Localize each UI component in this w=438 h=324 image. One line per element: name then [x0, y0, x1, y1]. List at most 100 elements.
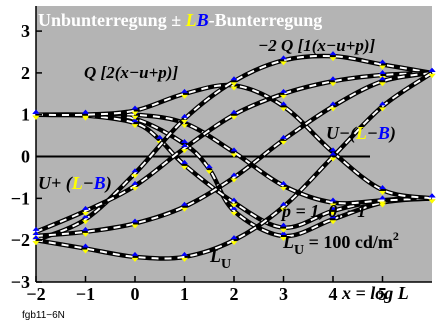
marker-yellow	[280, 107, 287, 112]
marker-blue	[32, 109, 40, 114]
marker-blue	[131, 218, 139, 223]
x-tick-label: −1	[76, 284, 95, 304]
marker-yellow	[131, 186, 139, 191]
marker-blue	[379, 59, 386, 64]
marker-blue	[329, 197, 337, 202]
marker-yellow	[32, 115, 40, 120]
marker-blue	[230, 235, 238, 240]
marker-yellow	[131, 224, 139, 229]
marker-yellow	[131, 111, 139, 116]
marker-blue	[280, 201, 287, 206]
marker-blue	[329, 214, 337, 219]
label-lu: LU	[209, 246, 231, 272]
marker-blue	[230, 76, 238, 81]
marker-blue	[131, 251, 139, 256]
marker-blue	[280, 222, 287, 227]
marker-yellow	[82, 220, 89, 225]
marker-yellow	[181, 119, 188, 124]
marker-blue	[181, 88, 188, 93]
series-4-dash	[35, 54, 433, 242]
label-left: U+ (L−B)	[38, 173, 112, 194]
marker-yellow	[32, 241, 40, 246]
marker-blue	[181, 143, 188, 148]
marker-blue	[181, 251, 188, 256]
marker-yellow	[379, 82, 386, 87]
marker-blue	[280, 134, 287, 139]
marker-blue	[82, 243, 89, 248]
figure-footer: fgb11−6N	[22, 310, 65, 321]
marker-blue	[329, 101, 337, 106]
x-tick-label: −2	[26, 284, 45, 304]
marker-blue	[82, 226, 89, 231]
marker-blue	[230, 205, 238, 210]
marker-yellow	[181, 149, 188, 154]
marker-yellow	[82, 211, 89, 216]
marker-yellow	[230, 203, 238, 208]
marker-yellow	[329, 82, 337, 87]
marker-blue	[329, 51, 337, 56]
marker-yellow	[205, 170, 213, 175]
marker-blue	[82, 109, 89, 114]
marker-blue	[181, 139, 188, 143]
marker-blue	[280, 55, 287, 60]
marker-blue	[82, 214, 89, 219]
label-p-values: p = 1, 0, −1	[280, 201, 366, 221]
marker-yellow	[181, 124, 188, 129]
x-axis-label: x = log L	[341, 283, 409, 303]
series-7-dash	[35, 72, 433, 260]
marker-yellow	[280, 140, 287, 145]
marker-blue	[230, 172, 238, 177]
marker-yellow	[280, 207, 287, 212]
label-mid-right: U−(L−B)	[326, 123, 396, 144]
marker-blue	[379, 70, 386, 74]
marker-yellow	[379, 65, 386, 70]
marker-yellow	[131, 174, 139, 179]
marker-blue	[131, 168, 139, 173]
marker-blue	[280, 231, 287, 235]
x-tick-label: 2	[230, 284, 239, 304]
marker-yellow	[379, 203, 386, 208]
marker-yellow	[230, 211, 238, 216]
marker-blue	[230, 147, 238, 152]
marker-yellow	[329, 220, 337, 225]
marker-yellow	[280, 186, 287, 191]
label-luminance: LU = 100 cd/m2	[282, 229, 399, 258]
x-tick-label: 3	[279, 284, 288, 304]
marker-yellow	[181, 94, 188, 99]
marker-yellow	[82, 115, 89, 120]
marker-blue	[32, 235, 40, 240]
marker-yellow	[82, 249, 89, 254]
marker-yellow	[131, 124, 139, 129]
marker-blue	[181, 113, 188, 118]
marker-blue	[280, 101, 287, 106]
marker-yellow	[428, 199, 436, 204]
marker-yellow	[329, 211, 337, 216]
marker-yellow	[329, 157, 337, 162]
marker-yellow	[280, 61, 287, 66]
marker-blue	[181, 159, 188, 164]
marker-blue	[32, 226, 40, 231]
marker-yellow	[329, 203, 337, 208]
y-tick-label: −3	[11, 272, 30, 292]
marker-blue	[329, 151, 337, 156]
series-0-dash	[35, 113, 433, 238]
x-tick-label: 1	[180, 284, 189, 304]
series-2-dash	[36, 113, 433, 205]
marker-blue	[181, 201, 188, 206]
marker-blue	[32, 231, 40, 235]
marker-yellow	[280, 237, 287, 241]
x-tick-label: 4	[329, 284, 338, 304]
marker-blue	[131, 118, 139, 123]
marker-yellow	[230, 82, 238, 87]
marker-blue	[379, 76, 386, 81]
y-tick-label: 2	[21, 63, 30, 83]
x-tick-label: 5	[378, 284, 387, 304]
marker-blue	[329, 147, 337, 152]
marker-blue	[230, 109, 238, 114]
marker-blue	[379, 195, 386, 200]
marker-yellow	[82, 232, 89, 237]
marker-yellow	[181, 165, 188, 170]
